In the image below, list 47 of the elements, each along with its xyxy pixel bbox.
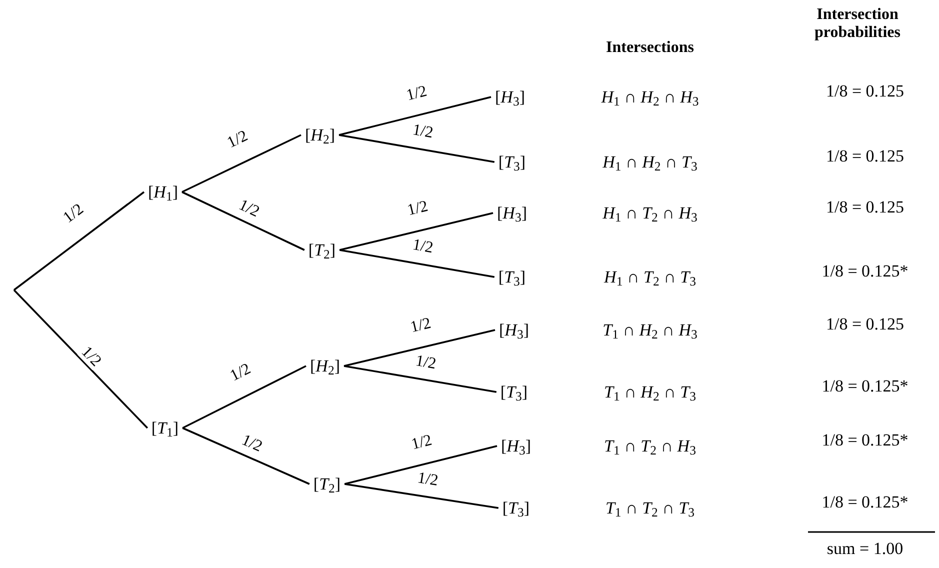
tree-branch — [344, 483, 499, 509]
probability-value: 1/8 = 0.125* — [820, 378, 910, 394]
outcome-label: [T$_{2}$] — [313, 476, 341, 492]
outcome-label: [T$_{1}$] — [151, 420, 179, 436]
column-header: Intersections — [605, 38, 695, 58]
intersection-expression: H$_{1}$ ∩ T$_{2}$ ∩ T$_{3}$ — [602, 268, 697, 286]
probability-value: 1/8 = 0.125 — [824, 198, 906, 216]
outcome-label: [H$_{3}$] — [495, 88, 525, 106]
column-header: Intersection probabilities — [814, 6, 902, 42]
outcome-label: [H$_{3}$] — [501, 438, 531, 454]
outcome-label: [H$_{2}$] — [310, 358, 340, 374]
probability-value: 1/8 = 0.125 — [824, 148, 906, 164]
outcome-label: [T$_{3}$] — [500, 384, 528, 400]
tree-branch — [182, 191, 305, 251]
outcome-label: [T$_{3}$] — [502, 500, 530, 516]
outcome-label: [H$_{2}$] — [305, 126, 335, 144]
probability-value: 1/8 = 0.125 — [824, 82, 906, 100]
probability-value: 1/8 = 0.125* — [820, 432, 910, 448]
tree-branch — [182, 365, 306, 429]
intersection-expression: H$_{1}$ ∩ T$_{2}$ ∩ H$_{3}$ — [602, 204, 698, 222]
tree-branch — [13, 289, 148, 429]
tree-branch — [182, 134, 302, 193]
intersection-expression: T$_{1}$ ∩ H$_{2}$ ∩ H$_{3}$ — [602, 322, 698, 338]
outcome-label: [T$_{3}$] — [498, 268, 526, 286]
tree-branch — [344, 445, 498, 485]
outcome-label: [H$_{3}$] — [497, 204, 527, 222]
tree-branch — [338, 96, 492, 136]
outcome-label: [T$_{2}$] — [308, 242, 336, 258]
outcome-label: [H$_{1}$] — [148, 184, 178, 200]
outcome-label: [T$_{3}$] — [498, 154, 526, 170]
tree-branch — [344, 365, 497, 393]
intersection-expression: H$_{1}$ ∩ H$_{2}$ ∩ T$_{3}$ — [602, 154, 698, 170]
sum-total: sum = 1.00 — [826, 540, 904, 557]
intersection-expression: H$_{1}$ ∩ H$_{2}$ ∩ H$_{3}$ — [600, 88, 700, 106]
intersection-expression: T$_{1}$ ∩ H$_{2}$ ∩ T$_{3}$ — [603, 384, 697, 400]
tree-branch — [339, 212, 494, 251]
tree-branch — [344, 329, 496, 367]
tree-branch — [338, 134, 495, 163]
intersection-expression: T$_{1}$ ∩ T$_{2}$ ∩ T$_{3}$ — [604, 500, 696, 516]
tree-branch — [339, 249, 495, 278]
tree-branch — [182, 427, 310, 485]
probability-value: 1/8 = 0.125 — [824, 316, 906, 332]
probability-value: 1/8 = 0.125* — [820, 262, 910, 280]
tree-branch — [13, 191, 145, 291]
outcome-label: [H$_{3}$] — [499, 322, 529, 338]
intersection-expression: T$_{1}$ ∩ T$_{2}$ ∩ H$_{3}$ — [603, 438, 697, 454]
probability-value: 1/8 = 0.125* — [820, 494, 910, 510]
